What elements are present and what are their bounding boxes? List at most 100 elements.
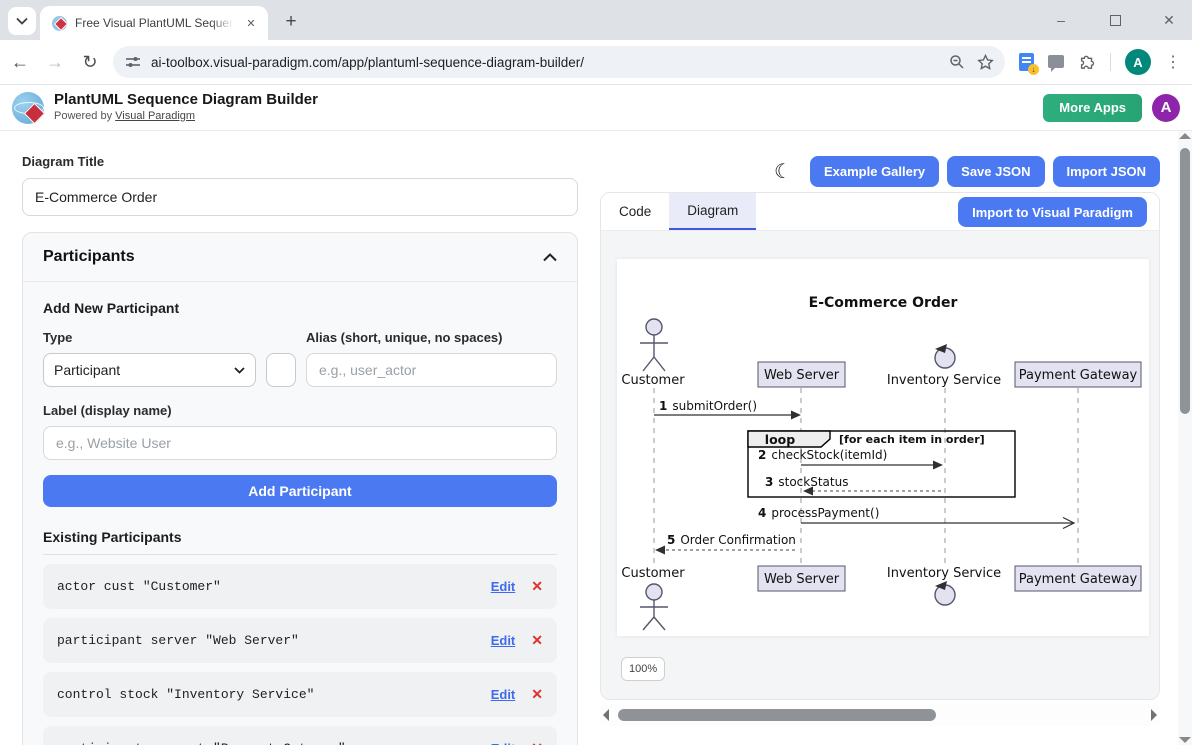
horizontal-scroll-thumb[interactable]	[618, 709, 936, 721]
alias-input[interactable]	[306, 353, 557, 387]
save-json-button[interactable]: Save JSON	[947, 156, 1045, 187]
svg-text:Customer: Customer	[621, 373, 685, 388]
vertical-scrollbar[interactable]	[1178, 131, 1192, 745]
divider	[43, 554, 557, 555]
edit-button[interactable]: Edit	[490, 579, 516, 594]
zoom-out-icon[interactable]	[947, 52, 967, 72]
svg-text:Web Server: Web Server	[764, 572, 840, 587]
participants-card-header[interactable]: Participants	[23, 233, 577, 282]
tab-close-icon[interactable]: ✕	[246, 17, 256, 30]
loop-condition-label: [for each item in order]	[839, 433, 985, 446]
zoom-level-badge[interactable]: 100%	[621, 657, 666, 681]
window-maximize-button[interactable]	[1100, 5, 1130, 35]
app-title: PlantUML Sequence Diagram Builder	[54, 91, 318, 109]
browser-menu-icon[interactable]: ⋮	[1165, 54, 1181, 71]
participants-card: Participants Add New Participant Type Pa…	[22, 232, 578, 745]
participant-payment-gateway-bottom: Payment Gateway	[1014, 565, 1142, 592]
alias-label: Alias (short, unique, no spaces)	[306, 330, 503, 345]
diagram-card: Code Diagram Import to Visual Paradigm E…	[600, 192, 1160, 700]
diagram-title-text: E-Commerce Order	[809, 295, 958, 311]
diagram-viewport[interactable]: E-Commerce Order Customer	[601, 231, 1159, 699]
forward-button[interactable]: →	[46, 51, 64, 72]
participant-type-select[interactable]: Participant	[43, 353, 256, 387]
example-gallery-button[interactable]: Example Gallery	[809, 156, 940, 187]
horizontal-scrollbar[interactable]	[600, 704, 1160, 726]
visual-paradigm-logo	[12, 91, 44, 124]
scroll-right-icon[interactable]	[1151, 709, 1157, 721]
edit-button[interactable]: Edit	[491, 741, 516, 745]
edit-button[interactable]: Edit	[490, 687, 516, 702]
window-minimize-button[interactable]: –	[1057, 12, 1065, 28]
user-avatar[interactable]: A	[1152, 93, 1180, 122]
add-new-participant-heading: Add New Participant	[43, 300, 180, 316]
display-name-label: Label (display name)	[43, 403, 172, 418]
actor-customer-bottom: Customer	[621, 566, 685, 631]
comment-icon[interactable]	[1048, 54, 1064, 72]
participant-code: control stock "Inventory Service"	[57, 687, 315, 702]
extensions-puzzle-icon[interactable]	[1078, 52, 1096, 73]
toolbar-divider	[1110, 53, 1111, 71]
vertical-scroll-thumb[interactable]	[1180, 148, 1190, 414]
extension-download-icon[interactable]	[1019, 53, 1039, 75]
window-close-button[interactable]: ✕	[1163, 11, 1175, 28]
tab-diagram[interactable]: Diagram	[669, 193, 757, 230]
control-inventory-service-top: Inventory Service	[887, 344, 1001, 388]
reload-button[interactable]: ↻	[82, 51, 98, 72]
delete-icon[interactable]: ✕	[531, 578, 543, 594]
participant-color-box[interactable]	[266, 353, 296, 387]
actor-customer-top: Customer	[621, 318, 685, 388]
display-name-input[interactable]	[43, 426, 557, 460]
tab-title: Free Visual PlantUML Sequence	[75, 16, 234, 30]
participant-web-server-bottom: Web Server	[757, 565, 846, 592]
site-settings-icon[interactable]	[123, 52, 143, 72]
participant-row: actor cust "Customer" Edit ✕	[43, 564, 557, 609]
add-participant-button[interactable]: Add Participant	[43, 475, 557, 507]
sequence-diagram-canvas: E-Commerce Order Customer	[617, 259, 1149, 636]
browser-tab[interactable]: Free Visual PlantUML Sequence ✕	[40, 6, 268, 40]
participant-web-server-top: Web Server	[757, 361, 846, 388]
import-json-button[interactable]: Import JSON	[1052, 156, 1160, 187]
loop-fragment: loop [for each item in order]	[747, 430, 1016, 498]
more-apps-button[interactable]: More Apps	[1043, 93, 1142, 122]
diagram-title-input[interactable]	[22, 178, 578, 216]
tab-code[interactable]: Code	[619, 204, 652, 219]
back-button[interactable]: ←	[11, 51, 29, 72]
dark-mode-moon-icon[interactable]: ☾	[774, 160, 792, 183]
app-header: PlantUML Sequence Diagram Builder Powere…	[0, 85, 1192, 131]
participants-heading: Participants	[43, 248, 135, 265]
scroll-left-icon[interactable]	[603, 709, 609, 721]
type-label: Type	[43, 330, 73, 345]
import-to-visual-paradigm-button[interactable]: Import to Visual Paradigm	[958, 197, 1147, 227]
browser-profile-avatar[interactable]: A	[1125, 49, 1151, 75]
delete-icon[interactable]: ✕	[531, 740, 543, 745]
participant-row: control stock "Inventory Service" Edit ✕	[43, 672, 557, 717]
delete-icon[interactable]: ✕	[531, 632, 543, 648]
url-bar[interactable]: ai-toolbox.visual-paradigm.com/app/plant…	[113, 46, 1005, 78]
tab-strip: Free Visual PlantUML Sequence ✕ + – ✕	[0, 0, 1192, 40]
control-inventory-service-bottom: Inventory Service	[887, 566, 1001, 606]
browser-toolbar: ← → ↻ ai-toolbox.visual-paradigm.com/app…	[0, 40, 1192, 85]
participant-code: actor cust "Customer"	[57, 579, 221, 594]
chevron-up-icon[interactable]	[543, 250, 557, 265]
new-tab-button[interactable]: +	[285, 11, 297, 32]
svg-text:Web Server: Web Server	[764, 368, 840, 383]
participant-code: participant payment "Payment Gateway"	[57, 741, 346, 745]
sequence-diagram: E-Commerce Order Customer	[621, 295, 1142, 631]
svg-text:Payment Gateway: Payment Gateway	[1019, 572, 1138, 587]
participant-payment-gateway-top: Payment Gateway	[1014, 361, 1142, 388]
edit-button[interactable]: Edit	[490, 633, 516, 648]
delete-icon[interactable]: ✕	[531, 686, 543, 702]
url-text: ai-toolbox.visual-paradigm.com/app/plant…	[151, 54, 584, 70]
participant-row: participant payment "Payment Gateway" Ed…	[43, 726, 557, 745]
bookmark-star-icon[interactable]	[975, 52, 995, 72]
visual-paradigm-link[interactable]: Visual Paradigm	[115, 110, 196, 122]
site-favicon-icon	[52, 15, 67, 31]
tab-search-button[interactable]	[8, 7, 36, 35]
scroll-up-icon[interactable]	[1179, 133, 1191, 139]
scroll-down-icon[interactable]	[1179, 737, 1191, 743]
view-tabs: Code Diagram Import to Visual Paradigm	[601, 193, 1159, 231]
